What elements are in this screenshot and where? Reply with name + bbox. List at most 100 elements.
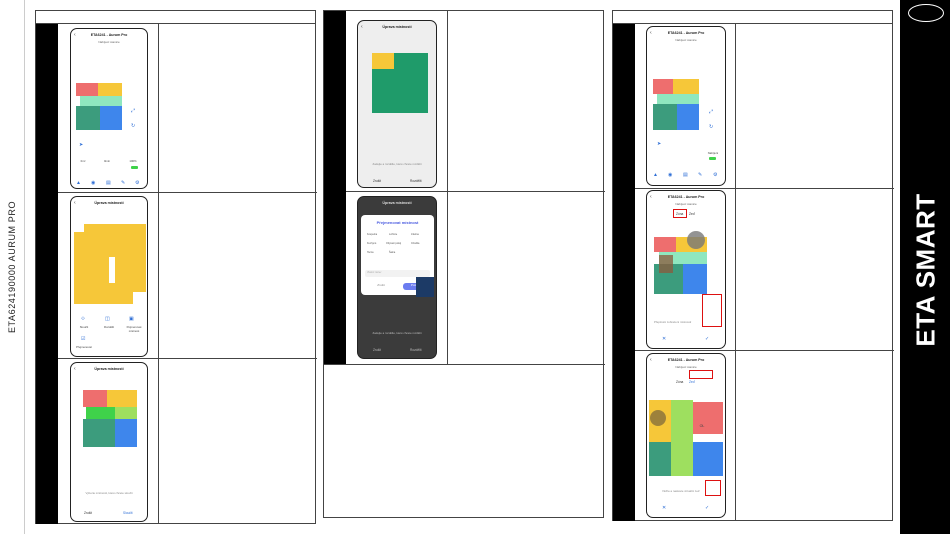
action-divide[interactable]: Rozdělit — [103, 325, 115, 329]
merge-icon[interactable]: ⟐ — [81, 316, 85, 322]
room-blue[interactable] — [677, 104, 699, 130]
name-room-icon[interactable]: ▣ — [129, 316, 134, 322]
zone-area[interactable] — [659, 255, 673, 273]
back-icon[interactable]: ‹ — [361, 24, 363, 30]
map-rotate-icon[interactable]: ↻ — [709, 124, 714, 130]
action-rename[interactable]: Přejmenovat — [76, 345, 92, 349]
edit-map-title: Úprava místností — [94, 201, 124, 205]
back-icon[interactable]: ‹ — [650, 357, 652, 363]
room-teal[interactable] — [649, 442, 671, 476]
room-green-dark-2[interactable] — [394, 53, 428, 69]
page-marker-oval — [908, 4, 944, 22]
rename-screen-title: Úprava místností — [382, 201, 412, 205]
divide-cancel[interactable]: Zrušit — [373, 179, 381, 183]
panel-left-strip — [36, 24, 58, 524]
option-1[interactable]: Koupelna — [367, 233, 378, 236]
tab-zona[interactable]: Zóna — [676, 212, 684, 216]
confirm-icon[interactable]: ✓ — [705, 505, 710, 511]
back-icon[interactable]: ‹ — [650, 30, 652, 36]
room-red[interactable] — [83, 390, 107, 407]
room-yellow[interactable] — [673, 79, 699, 96]
room-teal[interactable] — [83, 419, 115, 447]
room-yellow[interactable] — [372, 53, 394, 69]
room-teal[interactable] — [653, 104, 677, 130]
room-mint[interactable] — [80, 96, 122, 106]
back-icon[interactable]: ‹ — [74, 32, 76, 38]
room-teal[interactable] — [76, 106, 100, 130]
device-status: Nabíjecí stanice — [675, 38, 697, 42]
panel-right: ‹ ETA6241 - Aurum Pro Nabíjecí stanice ⤢… — [612, 10, 894, 521]
room-lime[interactable] — [671, 400, 693, 476]
battery-icon — [131, 166, 138, 169]
rename-confirm[interactable]: Rozdělit — [410, 348, 422, 352]
action-merge[interactable]: Sloučit — [79, 325, 89, 329]
option-7[interactable]: Herna — [367, 251, 374, 254]
room-blue[interactable] — [693, 442, 723, 476]
edit-icon[interactable]: ✎ — [698, 172, 703, 178]
room-red[interactable] — [654, 237, 676, 252]
dock-icon[interactable]: ◉ — [91, 180, 96, 186]
map-edit-icon[interactable]: ⤢ — [131, 108, 136, 114]
panel-left: ‹ ETA6241 - Aurum Pro Nabíjecí stanice ⤢… — [35, 10, 317, 524]
option-4[interactable]: Kuchyně — [367, 242, 377, 245]
tab-zed[interactable]: Zeď — [689, 380, 695, 384]
zone-hint: Přepínání zobrazení místností — [654, 320, 692, 324]
room-mint[interactable] — [657, 94, 699, 104]
clean-icon[interactable]: ▲ — [76, 180, 81, 186]
device-title: ETA6241 - Aurum Pro — [667, 31, 705, 35]
stat-time: 0min — [103, 159, 111, 163]
option-5[interactable]: Obývací pokoj — [386, 242, 402, 245]
clean-icon[interactable]: ▲ — [653, 172, 658, 178]
map-rotate-icon[interactable]: ↻ — [131, 123, 136, 129]
divide-title: Úprava místností — [382, 25, 412, 29]
rename-cancel[interactable]: Zrušit — [373, 348, 381, 352]
option-2[interactable]: Ložnice — [389, 233, 398, 236]
tab-zed[interactable]: Zeď — [689, 212, 695, 216]
room-lime[interactable] — [115, 407, 137, 419]
robot-marker — [687, 231, 705, 249]
locate-robot-icon[interactable]: ➤ — [657, 141, 662, 147]
map-edit-icon[interactable]: ⤢ — [709, 109, 714, 115]
edit-icon[interactable]: ✎ — [121, 180, 126, 186]
room-blue[interactable] — [115, 419, 137, 447]
divide-icon[interactable]: ◫ — [105, 316, 110, 322]
panel-right-strip — [613, 24, 635, 521]
option-6[interactable]: Chodba — [411, 242, 420, 245]
rename-icon[interactable]: ☑ — [81, 336, 86, 342]
battery-icon — [709, 157, 716, 160]
back-icon[interactable]: ‹ — [650, 194, 652, 200]
room-red[interactable] — [653, 79, 673, 94]
action-name-room[interactable]: Pojmenovat místnost — [126, 325, 142, 333]
option-3[interactable]: Jídelna — [411, 233, 419, 236]
left-margin: ETA624190000 AURUM PRO — [0, 0, 25, 534]
room-yellow[interactable] — [98, 83, 122, 98]
room-yellow[interactable] — [107, 390, 137, 407]
room-red[interactable] — [76, 83, 98, 96]
settings-icon[interactable]: ⚙ — [713, 172, 718, 178]
rooms-edit-confirm[interactable]: Sloučit — [123, 511, 133, 515]
settings-icon[interactable]: ⚙ — [135, 180, 140, 186]
divide-hint: Zadejte a rozdělte, které chcete rozděli… — [372, 162, 422, 166]
tab-zona[interactable]: Zóna — [676, 380, 684, 384]
divide-confirm[interactable]: Rozdělit — [410, 179, 422, 183]
map-icon[interactable]: ▤ — [106, 180, 111, 186]
rooms-edit-hint: Vyberte místnosti, které chcete sloučit — [85, 491, 133, 495]
option-8[interactable]: Šatna — [389, 251, 396, 254]
mode-label: Nabíjení — [707, 151, 719, 155]
dock-icon[interactable]: ◉ — [668, 172, 673, 178]
back-icon[interactable]: ‹ — [74, 366, 76, 372]
room-green-bright[interactable] — [86, 407, 115, 419]
confirm-icon[interactable]: ✓ — [705, 336, 710, 342]
cancel-icon[interactable]: ✕ — [662, 505, 667, 511]
dialog-cancel[interactable]: Zrušit — [377, 283, 385, 287]
room-blue[interactable] — [683, 264, 707, 294]
locate-robot-icon[interactable]: ➤ — [79, 142, 84, 148]
back-icon[interactable]: ‹ — [74, 200, 76, 206]
map-icon[interactable]: ▤ — [683, 172, 688, 178]
room-green-dark[interactable] — [372, 69, 428, 113]
room-red[interactable] — [693, 402, 723, 434]
cancel-icon[interactable]: ✕ — [662, 336, 667, 342]
room-blue[interactable] — [100, 106, 122, 130]
custom-name-input[interactable]: Vlastní název — [365, 270, 430, 277]
rooms-edit-cancel[interactable]: Zrušit — [84, 511, 92, 515]
